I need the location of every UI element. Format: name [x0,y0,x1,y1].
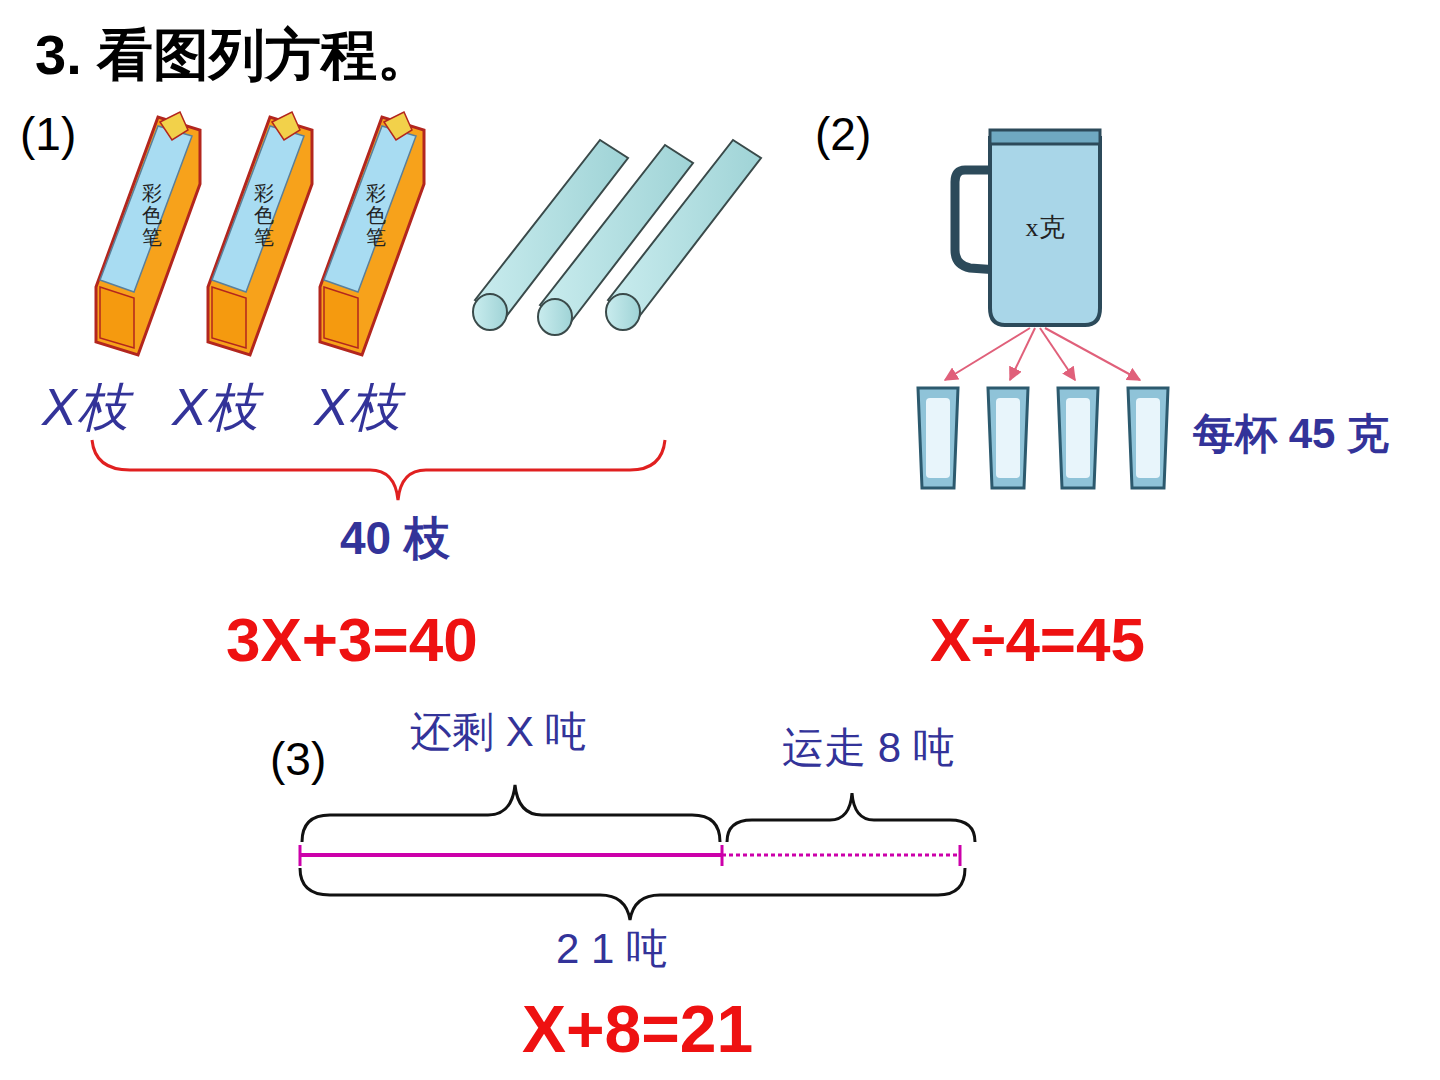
box-label: 彩色笔 [366,182,386,248]
quantity-label-text: 每杯 45 克 [1193,410,1389,457]
quantity-label: X枝 [314,378,401,438]
equation: 3X+3=40 [226,604,478,675]
quantity-label: X枝 [42,378,129,438]
segment-label-text: 运走 8 吨 [782,724,955,771]
box-label: 彩色笔 [142,182,162,248]
part-number-text: (2) [815,108,871,160]
quantity-label-text: X枝 [314,378,401,436]
title-text: 3. 看图列方程。 [35,23,433,86]
segment-label: 2 1 吨 [556,925,668,973]
cups [918,388,1168,488]
part-number: (3) [270,733,326,786]
segment-label-text: 还剩 X 吨 [410,708,587,755]
segment-label: 还剩 X 吨 [410,708,600,756]
equation-text: X÷4=45 [930,605,1145,674]
quantity-label-text: X枝 [42,378,129,436]
total-label: 40 枝 [340,512,450,565]
part-number: (1) [20,108,76,161]
cup-highlights [926,398,1160,478]
equation: X÷4=45 [930,604,1145,675]
equation-text: X+8=21 [522,992,753,1066]
braces [300,785,975,920]
title: 3. 看图列方程。 [35,18,433,94]
quantity-label: X枝 [172,378,259,438]
quantity-label-text: X枝 [172,378,259,436]
equation: X+8=21 [522,992,753,1068]
segment-ticks [300,845,960,866]
box-label: 彩色笔 [254,182,274,248]
moved-segment [722,854,960,857]
quantity-label: 每杯 45 克 [1193,410,1398,458]
total-label-text: 40 枝 [340,512,450,564]
water-jug: x克 [990,130,1100,325]
part-number-text: (1) [20,108,76,160]
segment-label-text: 2 1 吨 [556,925,668,972]
pen-box: 彩色笔 [312,112,427,357]
part-number: (2) [815,108,871,161]
segment-label: 运走 8 吨 [782,724,955,772]
pen-box: 彩色笔 [200,112,315,357]
pen-box: 彩色笔 [88,112,203,357]
remaining-segment [300,853,722,857]
equation-text: 3X+3=40 [226,605,478,674]
part-number-text: (3) [270,733,326,785]
brace [92,440,665,500]
pour-arrows [945,328,1140,380]
jug-label: x克 [1026,210,1065,245]
pen-sticks [473,140,761,335]
